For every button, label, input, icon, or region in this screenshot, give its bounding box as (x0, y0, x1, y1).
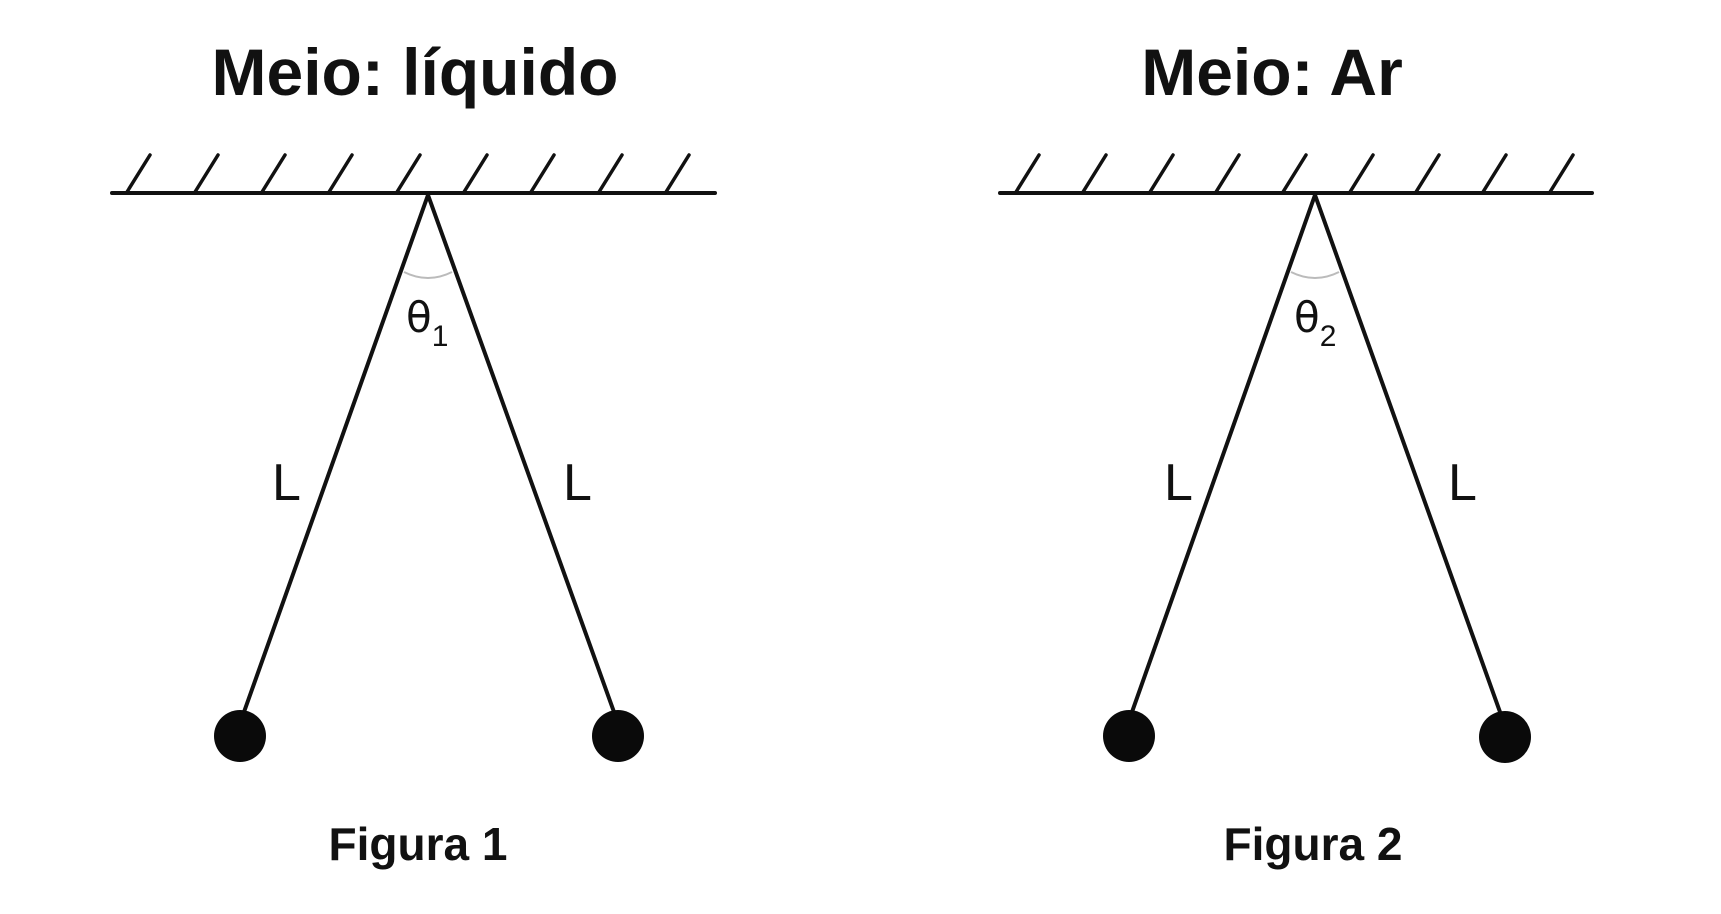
figure-2-angle-label: θ2 (1294, 293, 1336, 353)
figure-2-caption: Figura 2 (1224, 818, 1403, 870)
figure-2-left-sphere (1103, 710, 1155, 762)
figure-2-ceiling-hatching (1014, 153, 1575, 194)
figure-2-title: Meio: Ar (1141, 35, 1403, 109)
figure-1-left-sphere (214, 710, 266, 762)
hatch-mark (597, 153, 624, 194)
figure-2-left-length-label: L (1164, 454, 1193, 512)
figure-1-right-string (426, 193, 616, 714)
figure-1-right-sphere (592, 710, 644, 762)
figure-2-right-sphere (1479, 711, 1531, 763)
figure-2-right-length-label: L (1448, 454, 1477, 512)
figure-1-left-length-label: L (272, 454, 301, 512)
figure-2-angle-arc (1290, 271, 1340, 279)
hatch-mark (529, 153, 556, 194)
hatch-mark (395, 153, 422, 194)
hatch-mark (1081, 153, 1108, 194)
figure-2-right-string (1313, 193, 1502, 714)
figure-2-left-string (1130, 193, 1317, 714)
hatch-mark (193, 153, 220, 194)
angle-symbol: θ (406, 293, 432, 342)
angle-symbol: θ (1294, 293, 1320, 342)
hatch-mark (1481, 153, 1508, 194)
figure-1: Meio: líquido θ1 L L Figura 1 (110, 35, 717, 870)
figure-1-right-length-label: L (563, 454, 592, 512)
angle-subscript: 2 (1320, 320, 1337, 353)
hatch-mark (462, 153, 489, 194)
figure-1-caption: Figura 1 (329, 818, 508, 870)
hatch-mark (1548, 153, 1575, 194)
figure-1-title: Meio: líquido (212, 35, 619, 109)
hatch-mark (1348, 153, 1375, 194)
hatch-mark (1281, 153, 1308, 194)
figure-1-left-string (242, 193, 430, 714)
figure-1-angle-arc (403, 271, 453, 279)
hatch-mark (125, 153, 152, 194)
figure-1-angle-label: θ1 (406, 293, 448, 353)
figure-2: Meio: Ar θ2 L L Figura 2 (998, 35, 1594, 870)
hatch-mark (1414, 153, 1441, 194)
hatch-mark (260, 153, 287, 194)
figure-1-ceiling-hatching (125, 153, 691, 194)
hatch-mark (1148, 153, 1175, 194)
hatch-mark (327, 153, 354, 194)
hatch-mark (664, 153, 691, 194)
hatch-mark (1014, 153, 1041, 194)
angle-subscript: 1 (432, 320, 449, 353)
hatch-mark (1214, 153, 1241, 194)
